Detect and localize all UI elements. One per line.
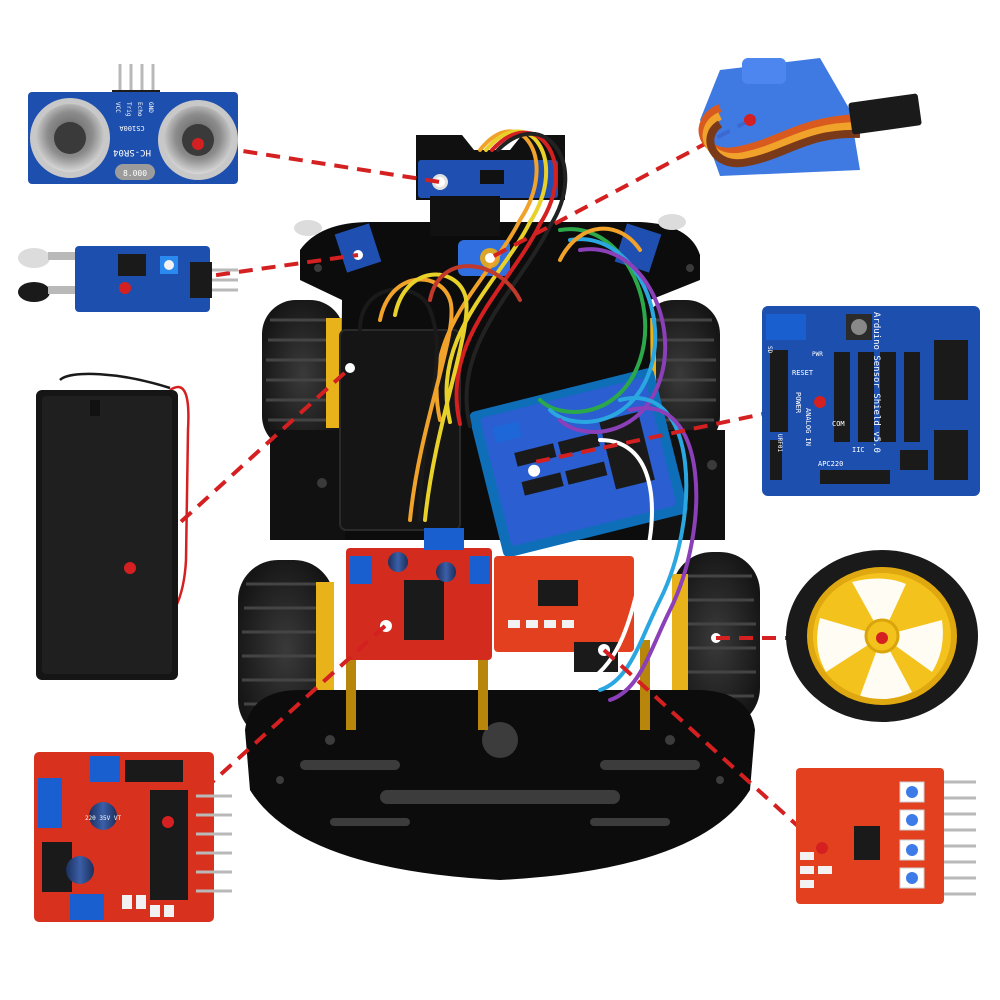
car-motor-driver	[346, 528, 492, 660]
shield-apc-label: APC220	[818, 460, 843, 468]
shield-com-label: COM	[832, 420, 845, 428]
car-ir-led-right	[658, 214, 686, 230]
leader-line-ultrasonic	[197, 142, 441, 184]
shield-urf-label: URF01	[776, 434, 783, 452]
robot-car	[238, 129, 760, 880]
jumper-wires	[358, 129, 699, 702]
battery-anchor-dot	[124, 562, 136, 574]
leader-line-tracking	[602, 648, 824, 850]
chassis-slots	[276, 722, 724, 826]
car-ir-sensor-left	[334, 223, 382, 273]
chassis-side-left	[270, 430, 345, 540]
driver-cap-label: 220 35V VT	[85, 815, 122, 822]
shield-anchor-dot	[814, 396, 826, 408]
shield-reset-label: RESET	[792, 369, 814, 377]
line-tracking-module	[796, 768, 976, 904]
pin-label-vcc: VCC	[114, 102, 121, 113]
shield-sd-label: SD	[766, 346, 773, 354]
pin-label-gnd: GND	[147, 102, 154, 113]
servo-motor	[698, 58, 922, 176]
wheel-spoke-gaps	[817, 578, 943, 700]
car-wheel-front-left	[262, 300, 344, 450]
pin-label-trig: Trig	[125, 102, 132, 117]
ultrasonic-sensor-module: 8.000 HC-SR04 CS100A VCC Trig Echo GND	[28, 64, 238, 184]
ir-led-receiver	[18, 282, 50, 302]
leader-line-ir-sensor	[124, 253, 359, 290]
lower-chassis-plate	[245, 690, 755, 880]
ir-anchor-dot	[119, 282, 131, 294]
ultrasonic-transducer-left	[30, 98, 110, 178]
crystal-label: 8.000	[123, 169, 147, 178]
shield-iic-label: IIC	[852, 446, 865, 454]
sensor-shield-board: Arduino Sensor Shield v5.0 RESET POWER A…	[762, 306, 980, 496]
car-ir-led-left	[294, 220, 322, 236]
pin-label-echo: Echo	[136, 102, 143, 117]
shield-title-label: Arduino Sensor Shield v5.0	[871, 312, 881, 453]
ultrasonic-chip-label: CS100A	[119, 124, 145, 132]
crystal-oscillator	[115, 164, 155, 180]
shield-power-label: POWER	[794, 392, 802, 414]
wheel	[786, 550, 978, 722]
tracking-anchor-dot	[816, 842, 828, 854]
car-arduino-shield	[469, 368, 688, 558]
motor-driver-board: 220 35V VT	[34, 752, 232, 922]
driver-anchor-dot	[162, 816, 174, 828]
ultrasonic-model-label: HC-SR04	[113, 147, 151, 157]
shield-pwr-label: PWR	[812, 351, 823, 358]
servo-anchor-dot	[744, 114, 756, 126]
battery-box	[36, 372, 190, 680]
battery-black-wire	[59, 372, 171, 390]
ir-obstacle-sensor-module	[18, 246, 238, 312]
servo-connector	[848, 93, 922, 135]
ir-led-emitter	[18, 248, 50, 268]
wheel-anchor-dot	[876, 632, 888, 644]
ultrasonic-anchor-dot	[192, 138, 204, 150]
shield-analog-label: ANALOG IN	[804, 408, 812, 446]
